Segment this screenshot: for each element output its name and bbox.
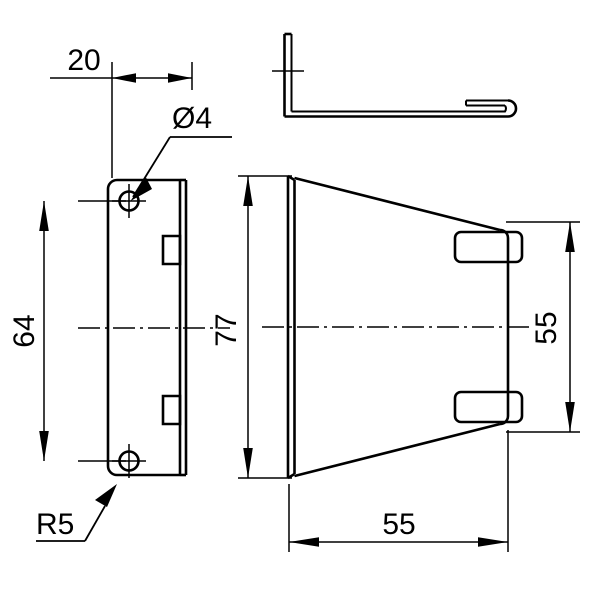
dia4-label: Ø4 xyxy=(172,102,212,135)
dim-77-label: 77 xyxy=(210,313,243,346)
left-view-lower-tab xyxy=(161,394,182,426)
dimension-r5: R5 xyxy=(36,484,117,542)
r5-label: R5 xyxy=(36,508,74,541)
right-view-trapezoid xyxy=(262,174,530,480)
dim-20-arrow-left xyxy=(112,73,136,83)
r5-leader-line xyxy=(84,505,106,542)
dim-55v-arrow-bottom xyxy=(565,402,575,432)
r5-arrowhead xyxy=(95,484,117,507)
right-view-top-taper xyxy=(294,176,501,232)
top-view-bent-profile xyxy=(272,32,518,118)
dia4-leader-line xyxy=(132,136,171,198)
left-view-upper-tab xyxy=(161,234,182,266)
dimension-20: 20 xyxy=(50,44,193,178)
right-view-upper-tab xyxy=(453,230,524,264)
dimension-55-horizontal: 55 xyxy=(288,430,509,552)
dia4-arrowhead xyxy=(130,177,152,201)
dim-20-arrow-right xyxy=(168,73,192,83)
dim-77-arrow-bottom xyxy=(243,448,253,478)
dim-55v-arrow-top xyxy=(565,222,575,252)
dimension-77: 77 xyxy=(210,175,292,479)
top-view-hem-outer-bend xyxy=(466,99,518,118)
dimension-64: 64 xyxy=(8,200,126,462)
right-view-lower-tab xyxy=(453,390,524,424)
right-view-bottom-taper xyxy=(294,422,501,478)
dim-64-arrow-bottom xyxy=(39,431,49,461)
dim-77-arrow-top xyxy=(243,176,253,206)
dimension-55-vertical: 55 xyxy=(506,221,580,433)
dim-64-arrow-top xyxy=(39,201,49,231)
top-view-hem-inner-bend xyxy=(466,104,507,113)
dim-55h-arrow-left xyxy=(289,537,319,547)
dimension-hole-diameter: Ø4 xyxy=(130,102,232,201)
dim-20-label: 20 xyxy=(67,44,100,77)
dim-55v-label: 55 xyxy=(530,311,563,344)
dim-55h-label: 55 xyxy=(382,508,415,541)
left-view-mounting-plate xyxy=(78,178,230,478)
dim-64-label: 64 xyxy=(8,314,41,347)
dim-55h-arrow-right xyxy=(478,537,508,547)
